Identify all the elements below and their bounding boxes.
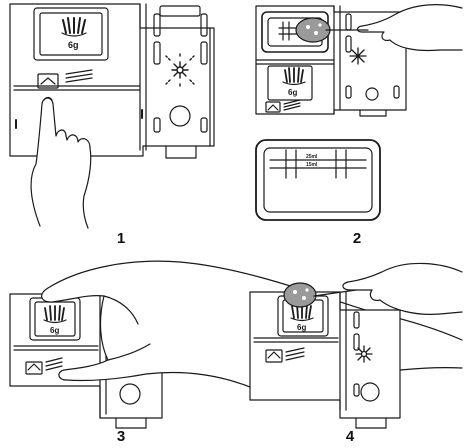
step-label-3: 3 [111,428,131,445]
panel-2: 6g [256,5,462,220]
rinse-aid-symbol [356,346,372,362]
bottom-tab [166,146,196,158]
dosage-marking: 6g [297,323,306,332]
step-label-1: 1 [111,230,131,247]
dosage-marking: 6g [68,40,79,50]
dosage-marking: 6g [288,88,297,97]
rinse-aid-symbol [350,48,366,64]
compartment-close-up: 25ml 15ml [256,140,380,220]
dispenser-unit [250,292,400,418]
dosage-marking: 6g [50,326,59,335]
bottom-tab [116,418,146,428]
detergent-tablet [296,18,330,42]
detergent-tablet [284,283,316,307]
step-label-4: 4 [340,428,360,445]
step-label-2: 2 [347,230,367,247]
bottom-tab [360,110,386,116]
panel-1: 6g [10,4,214,228]
bottom-tab [356,418,386,428]
fill-mark-lower: 15ml [306,162,318,168]
fill-mark-upper: 25ml [306,154,318,160]
